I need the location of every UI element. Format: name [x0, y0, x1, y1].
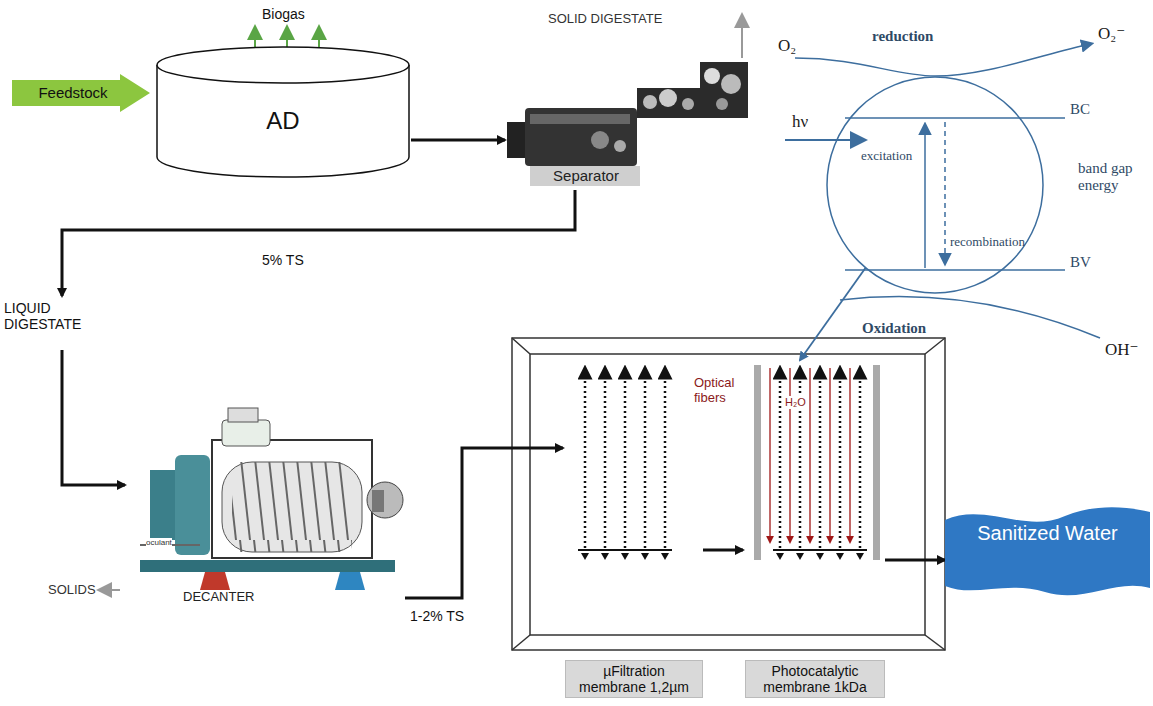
flow-connector: [411, 140, 505, 141]
photocatalytic-module: Photocatalytic membrane 1kDa: [743, 360, 885, 698]
text-label: SOLIDS: [48, 583, 96, 598]
text-label: H₂O: [784, 396, 807, 409]
photocatalyst-particle-outline: [825, 75, 1045, 295]
decanter-machine: DECANTER: [125, 408, 405, 605]
node-label: Sanitized Water: [945, 522, 1150, 545]
sanitized-water-outline: [945, 500, 1150, 605]
text-label: band gap energy: [1078, 160, 1150, 195]
flow-connector: [703, 550, 743, 551]
photocatalysis-scheme: [785, 44, 1100, 338]
flow-connector: [62, 190, 575, 485]
edge-label: 5% TS: [262, 252, 304, 268]
microfiltration-module: µFiltration membrane 1,2µm: [563, 360, 703, 698]
decanter-illustration: [104, 408, 403, 590]
text-label: reduction: [872, 28, 933, 45]
process-label: excitation: [861, 149, 912, 164]
text-label: oculant: [146, 538, 172, 547]
process-label: recombination: [950, 235, 1025, 250]
membrane-frame: [512, 338, 945, 650]
text-label: BV: [1070, 254, 1091, 271]
separator-illustration: [507, 62, 748, 186]
digester-tank: AD: [155, 45, 411, 180]
node-label: Separator: [533, 167, 639, 184]
node-label: µFiltration membrane 1,2µm: [565, 660, 703, 698]
node-label: AD: [155, 107, 411, 135]
text-label: Oxidation: [862, 320, 926, 337]
flow-connector: [405, 448, 563, 598]
photocatalytic-module: [754, 365, 880, 560]
node-label: DECANTER: [183, 590, 255, 605]
node-label: Photocatalytic membrane 1kDa: [745, 660, 885, 698]
photocatalyst-particle: excitation recombination: [825, 75, 1045, 295]
text-label: LIQUID DIGESTATE: [4, 300, 104, 332]
sanitized-water: Sanitized Water: [945, 500, 1150, 605]
text-label: O₂: [778, 36, 796, 56]
text-label: SOLID DIGESTATE: [548, 12, 662, 27]
text-label: Biogas: [262, 6, 305, 22]
text-label: OH⁻: [1105, 340, 1139, 360]
text-label: BC: [1070, 101, 1090, 118]
text-label: Optical fibers: [694, 376, 748, 406]
separator-machine: Separator: [505, 55, 750, 190]
feedstock-arrow: Feedstock: [12, 74, 152, 112]
microfiltration-module: [578, 372, 672, 560]
text-label: hν: [792, 112, 808, 132]
flow-connector: [800, 268, 866, 360]
flow-connector: [885, 560, 945, 561]
edge-label: 1-2% TS: [410, 608, 464, 624]
node-label: Feedstock: [12, 74, 134, 112]
text-label: O₂⁻: [1098, 24, 1125, 44]
solid-digestate-arrow: [741, 20, 743, 58]
